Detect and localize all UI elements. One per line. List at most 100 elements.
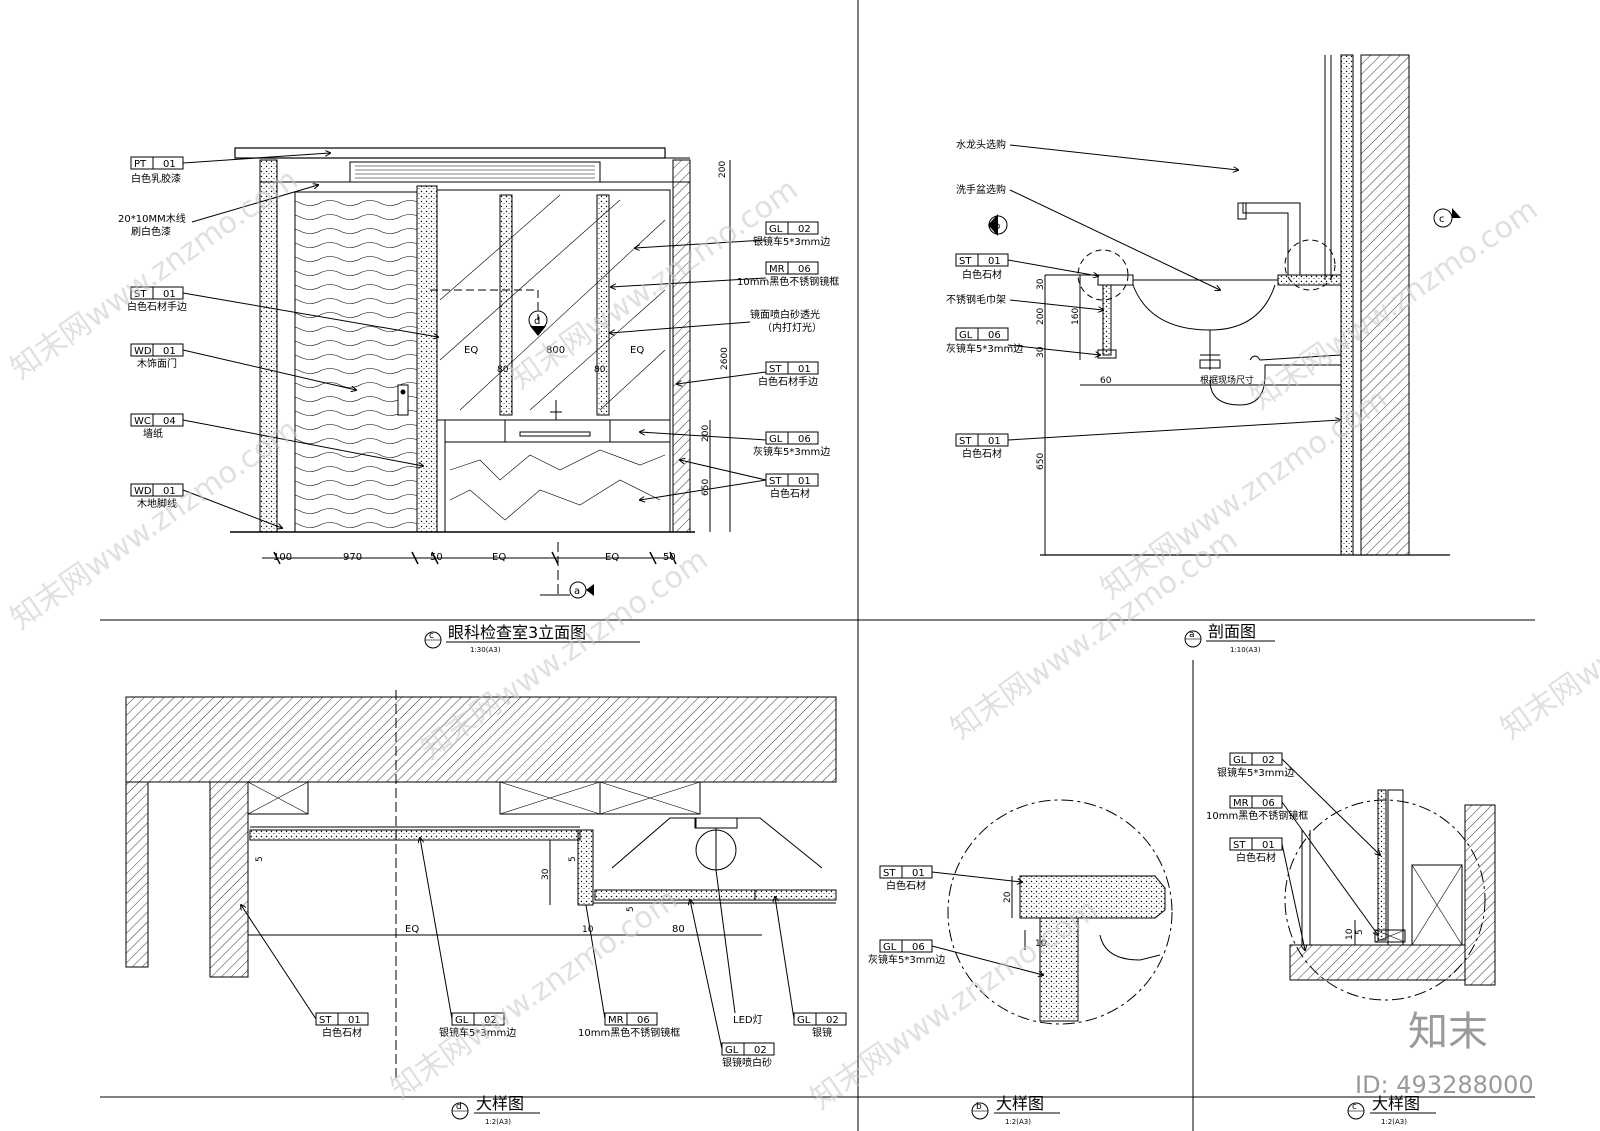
svg-text:PT: PT xyxy=(134,159,147,170)
svg-text:白色石材: 白色石材 xyxy=(322,1026,362,1039)
svg-text:a: a xyxy=(1189,630,1195,640)
detail-d-drawing xyxy=(125,690,837,1080)
svg-text:MR: MR xyxy=(769,264,785,275)
svg-text:10mm黑色不锈钢镜框: 10mm黑色不锈钢镜框 xyxy=(1206,809,1308,822)
svg-text:01: 01 xyxy=(798,364,811,375)
dd-dim-80: 80 xyxy=(672,924,685,935)
svg-text:02: 02 xyxy=(484,1015,497,1026)
svg-text:银镜: 银镜 xyxy=(812,1026,832,1039)
svg-text:木地脚线: 木地脚线 xyxy=(137,497,177,510)
svg-text:c: c xyxy=(1352,1102,1357,1112)
svg-text:白色乳胶漆: 白色乳胶漆 xyxy=(131,172,181,185)
sec-dim-30b: 30 xyxy=(1036,346,1046,358)
svg-text:银镜喷白砂: 银镜喷白砂 xyxy=(722,1056,772,1069)
section-marker-d: d xyxy=(528,310,548,336)
svg-text:c: c xyxy=(429,631,434,641)
svg-text:1:30(A3): 1:30(A3) xyxy=(470,646,501,654)
svg-text:ST: ST xyxy=(1233,840,1246,851)
detail-b-title: b 大样图 1:2(A3) xyxy=(971,1094,1060,1126)
sec-dim-200: 200 xyxy=(1036,308,1046,325)
dd-dim-5a: 5 xyxy=(255,856,265,862)
db-dim-20: 20 xyxy=(1003,891,1013,903)
svg-text:04: 04 xyxy=(163,416,176,427)
detail-c-drawing xyxy=(1284,789,1496,1001)
svg-text:02: 02 xyxy=(798,224,811,235)
svg-text:ST: ST xyxy=(959,436,972,447)
dim-mid-eq1: EQ xyxy=(464,345,478,356)
dim-mid-80a: 80 xyxy=(497,365,509,375)
svg-text:c: c xyxy=(1439,214,1445,225)
svg-text:06: 06 xyxy=(798,434,811,445)
dim-r200: 200 xyxy=(718,161,728,178)
dc-dim-10: 10 xyxy=(1345,928,1355,940)
svg-text:01: 01 xyxy=(988,436,1001,447)
svg-text:b: b xyxy=(976,1102,982,1112)
svg-text:01: 01 xyxy=(348,1015,361,1026)
svg-text:知末网www.znzmo.com: 知末网www.znzmo.com xyxy=(5,162,305,387)
callout-dd-gl02-mirror: GL 02 银镜 xyxy=(775,897,847,1039)
dim-50b: 50 xyxy=(663,552,676,563)
svg-text:1:10(A3): 1:10(A3) xyxy=(1230,646,1261,654)
svg-text:d: d xyxy=(456,1102,462,1112)
sec-dim-160: 160 xyxy=(1071,308,1081,325)
callout-trim: 20*10MM木线 刷白色漆 xyxy=(118,185,318,238)
callout-mirror-note: 镜面喷白砂透光 （内打灯光） xyxy=(610,308,822,334)
svg-text:GL: GL xyxy=(797,1015,811,1026)
svg-text:WD: WD xyxy=(134,346,152,357)
dim-100: 100 xyxy=(273,552,292,563)
dim-r200b: 200 xyxy=(701,425,711,442)
svg-text:02: 02 xyxy=(1262,755,1275,766)
svg-text:GL: GL xyxy=(455,1015,469,1026)
svg-text:a: a xyxy=(574,586,580,597)
svg-text:灰镜车5*3mm边: 灰镜车5*3mm边 xyxy=(753,445,830,458)
section-drawing xyxy=(1040,54,1450,556)
callout-dd-st01: ST 01 白色石材 xyxy=(241,905,369,1039)
svg-text:（内打灯光）: （内打灯光） xyxy=(762,321,822,334)
svg-text:白色石材: 白色石材 xyxy=(962,268,1002,281)
svg-text:WD: WD xyxy=(134,486,152,497)
section-marker-c: c xyxy=(1433,208,1461,228)
svg-text:GL: GL xyxy=(1233,755,1247,766)
svg-text:01: 01 xyxy=(163,346,176,357)
svg-text:知末网www.znzmo.com: 知末网www.znzmo.com xyxy=(1495,522,1600,747)
svg-text:不锈钢毛巾架: 不锈钢毛巾架 xyxy=(946,293,1006,306)
svg-text:大样图: 大样图 xyxy=(996,1094,1044,1113)
svg-text:ST: ST xyxy=(959,256,972,267)
dim-r2600: 2600 xyxy=(720,347,730,370)
id-watermark: ID: 493288000 xyxy=(1355,1071,1534,1099)
svg-text:洗手盆选购: 洗手盆选购 xyxy=(956,183,1006,196)
svg-text:01: 01 xyxy=(798,476,811,487)
svg-text:02: 02 xyxy=(826,1015,839,1026)
sec-dim-30a: 30 xyxy=(1036,278,1046,290)
svg-text:1:2(A3): 1:2(A3) xyxy=(1381,1118,1407,1126)
svg-text:大样图: 大样图 xyxy=(1372,1094,1420,1113)
svg-text:眼科检查室3立面图: 眼科检查室3立面图 xyxy=(448,623,586,642)
detail-d-title: d 大样图 1:2(A3) xyxy=(451,1094,540,1126)
svg-text:白色石材手边: 白色石材手边 xyxy=(758,375,818,388)
svg-text:ST: ST xyxy=(319,1015,332,1026)
svg-text:MR: MR xyxy=(1233,798,1249,809)
svg-text:白色石材: 白色石材 xyxy=(770,487,810,500)
svg-text:1:2(A3): 1:2(A3) xyxy=(1005,1118,1031,1126)
svg-text:GL: GL xyxy=(769,224,783,235)
svg-text:知末网www.znzmo.com: 知末网www.znzmo.com xyxy=(385,882,685,1107)
detail-c-title: c 大样图 1:2(A3) xyxy=(1347,1094,1436,1126)
svg-text:d: d xyxy=(534,316,540,327)
dim-970: 970 xyxy=(343,552,362,563)
elevation-title: c 眼科检查室3立面图 1:30(A3) xyxy=(424,623,640,654)
sec-dim-650: 650 xyxy=(1036,453,1046,470)
dim-eq1: EQ xyxy=(492,552,506,563)
